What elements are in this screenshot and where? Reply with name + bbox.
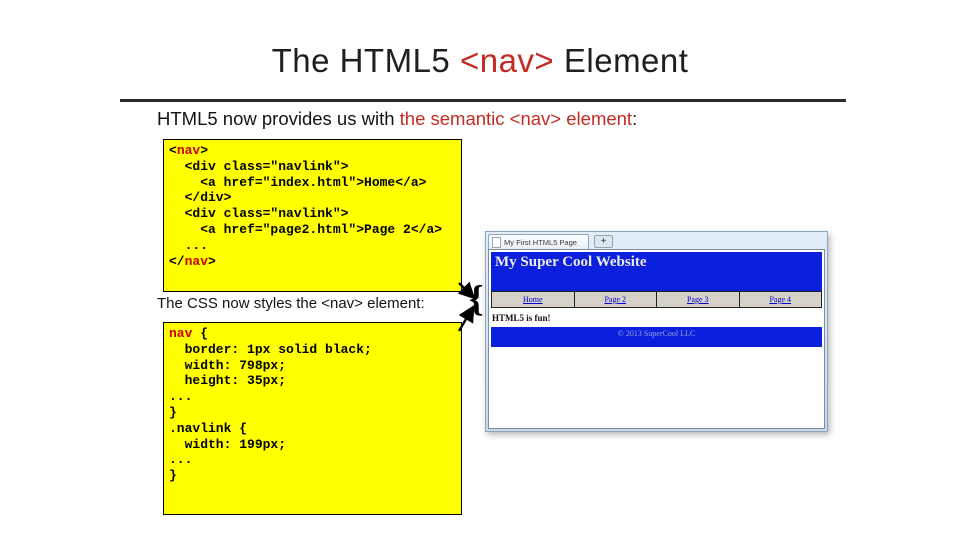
code-line: <div class="navlink"> [169,158,349,174]
code-line: <nav> [169,143,209,158]
code-line: width: 199px; [169,436,287,452]
curly-brace: { [469,279,484,320]
intro-text-colon: : [632,108,638,129]
html-code-box: <nav> <div class="navlink"> <a href="ind… [163,139,462,292]
intro-text-pre: HTML5 now provides us with [157,108,400,129]
nav-link-cell: Page 2 [573,291,657,308]
site-title: My Super Cool Website [495,254,647,270]
pointer-arrows [457,281,476,332]
code-line: border: 1px solid black; [169,341,372,357]
code-line: <a href="page2.html">Page 2</a> [169,221,443,237]
browser-tab-bar: My First HTML5 Page + [488,234,825,249]
code-line: <div class="navlink"> [169,206,349,222]
intro-text: HTML5 now provides us with the semantic … [157,108,637,130]
nav-link-cell: Page 3 [656,291,740,308]
footer-text: © 2013 SuperCool LLC [617,329,696,338]
code-line: } [169,468,177,484]
title-text-post: Element [554,42,689,79]
css-code-box: nav { border: 1px solid black; width: 79… [163,322,462,515]
site-footer: © 2013 SuperCool LLC [491,327,822,347]
code-line: </div> [169,190,232,206]
intro-text-highlight: the semantic <nav> element [399,108,633,129]
nav-link-cell: Page 4 [738,291,822,308]
code-line: .navlink { [169,420,248,436]
title-divider [120,99,846,102]
new-tab-button[interactable]: + [594,235,613,248]
page-body-text: HTML5 is fun! [492,313,551,323]
code-line: ... [169,452,193,468]
site-header: My Super Cool Website [491,252,822,291]
code-line: width: 798px; [169,357,287,373]
page-icon [492,236,501,248]
nav-link[interactable]: Page 3 [686,295,709,304]
title-nav-tag: <nav> [459,42,555,79]
code-line: <a href="index.html">Home</a> [169,174,427,190]
code-line: ... [169,237,209,253]
code-line: ... [169,389,193,405]
browser-tab-title: My First HTML5 Page [504,237,577,247]
browser-tab[interactable]: My First HTML5 Page [488,234,589,249]
nav-link[interactable]: Page 4 [769,295,792,304]
browser-screenshot: My First HTML5 Page + My Super Cool Webs… [485,231,828,432]
title-text-pre: The HTML5 [271,42,460,79]
site-nav: Home Page 2 Page 3 Page 4 [491,291,822,308]
code-line: } [169,404,177,420]
css-intro-text: The CSS now styles the <nav> element: [157,295,425,312]
nav-link[interactable]: Page 2 [604,295,627,304]
page-title: The HTML5 <nav> Element [0,42,960,80]
code-line: nav { [169,326,209,341]
nav-link[interactable]: Home [522,295,543,304]
code-line: height: 35px; [169,373,287,389]
code-line: </nav> [169,253,216,269]
nav-link-cell: Home [491,291,575,308]
browser-viewport: My Super Cool Website Home Page 2 Page 3 Pa… [488,249,825,429]
